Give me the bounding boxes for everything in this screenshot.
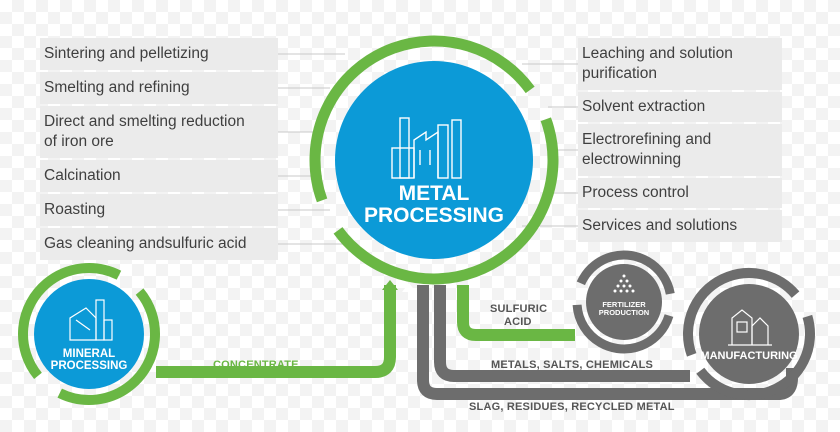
sulfuric-acid-flow bbox=[457, 285, 575, 341]
fertilizer-icon bbox=[613, 274, 635, 293]
small-arrow-marker bbox=[402, 283, 416, 292]
list-item-electrorefining: Electrorefining and electrowinning bbox=[578, 124, 782, 176]
concentrate-arrow bbox=[382, 280, 398, 290]
list-item-roasting: Roasting bbox=[40, 194, 278, 226]
slag-residues-label: SLAG, RESIDUES, RECYCLED METAL bbox=[469, 401, 675, 413]
list-item-smelting: Smelting and refining bbox=[40, 72, 278, 104]
list-item-leaching: Leaching and solution purification bbox=[578, 38, 782, 90]
list-item-solvent-extraction: Solvent extraction bbox=[578, 92, 782, 122]
list-item-process-control: Process control bbox=[578, 178, 782, 208]
list-item-direct-reduction: Direct and smelting reduction of iron or… bbox=[40, 106, 278, 158]
metals-flow bbox=[434, 285, 690, 382]
manufacturing-circle bbox=[683, 268, 815, 400]
list-item-gas-cleaning: Gas cleaning andsulfuric acid bbox=[40, 228, 278, 260]
concentrate-flow bbox=[156, 285, 396, 378]
metal-processing-circle bbox=[309, 35, 559, 285]
fertilizer-production-title: FERTILIZER PRODUCTION bbox=[598, 300, 650, 317]
list-item-calcination: Calcination bbox=[40, 160, 278, 192]
concentrate-label: CONCENTRATE bbox=[213, 359, 299, 371]
fertilizer-circle bbox=[572, 250, 676, 354]
mineral-processing-circle bbox=[18, 263, 160, 405]
sulfuric-acid-label: SULFURIC ACID bbox=[490, 303, 548, 328]
manufacturing-title: MANUFACTURING bbox=[700, 350, 798, 362]
mineral-processing-title: MINERAL PROCESSING bbox=[50, 348, 128, 372]
factory-icon bbox=[391, 117, 462, 179]
list-item-sintering: Sintering and pelletizing bbox=[40, 38, 278, 70]
mineral-plant-icon bbox=[69, 299, 113, 341]
manufacturing-icon bbox=[728, 309, 772, 346]
metal-processing-title: METAL PROCESSING bbox=[363, 182, 505, 227]
list-item-services: Services and solutions bbox=[578, 210, 782, 242]
metals-salts-chemicals-label: METALS, SALTS, CHEMICALS bbox=[491, 359, 654, 371]
